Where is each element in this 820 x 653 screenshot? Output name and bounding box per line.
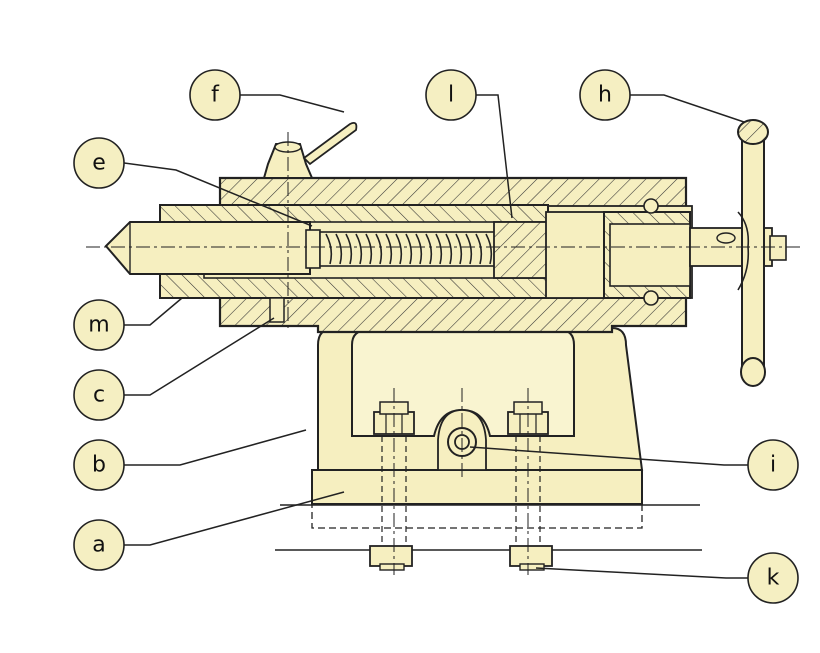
thread-turn <box>345 233 353 265</box>
base-plate <box>311 469 643 529</box>
callout-l-label: l <box>448 83 454 108</box>
callout-f-label: f <box>211 83 220 108</box>
thread-turn <box>415 233 423 265</box>
callout-e: e <box>73 137 125 189</box>
clamp-lever <box>262 121 358 179</box>
thread-turn <box>455 233 463 265</box>
callout-b-label: b <box>92 453 106 478</box>
callout-a: a <box>73 519 125 571</box>
callout-e-label: e <box>92 151 106 176</box>
thread-turn <box>375 233 383 265</box>
bearing-bush <box>545 198 691 306</box>
handwheel <box>737 119 769 387</box>
callout-i-label: i <box>770 453 776 478</box>
callout-k: k <box>747 552 799 604</box>
thread-turn <box>475 233 483 265</box>
callout-f: f <box>189 69 241 121</box>
thread-turn <box>435 233 443 265</box>
callout-m-label: m <box>88 313 109 338</box>
callout-h: h <box>579 69 631 121</box>
tailstock-body <box>317 327 644 471</box>
callout-b: b <box>73 439 125 491</box>
thread-turn <box>395 233 403 265</box>
callout-l: l <box>425 69 477 121</box>
callout-a-label: a <box>92 533 105 558</box>
callout-i: i <box>747 439 799 491</box>
thread-turn <box>485 233 493 265</box>
callout-h-label: h <box>598 83 612 108</box>
thread-turn <box>335 233 343 265</box>
thread-turn <box>325 233 333 265</box>
locking-screw <box>269 297 285 323</box>
callout-m: m <box>73 299 125 351</box>
callout-c-label: c <box>93 383 105 408</box>
thread-turn <box>355 233 363 265</box>
thread-turn <box>385 233 393 265</box>
machine-table-lines <box>275 504 702 551</box>
leader-lines <box>123 94 748 579</box>
screw-nut <box>493 221 549 279</box>
thread-turn <box>365 233 373 265</box>
thread-turn <box>465 233 473 265</box>
thread-turn <box>425 233 433 265</box>
thread-turn <box>405 233 413 265</box>
thread-turn <box>445 233 453 265</box>
callout-c: c <box>73 369 125 421</box>
callout-k-label: k <box>767 566 780 591</box>
center-lines <box>86 132 800 575</box>
